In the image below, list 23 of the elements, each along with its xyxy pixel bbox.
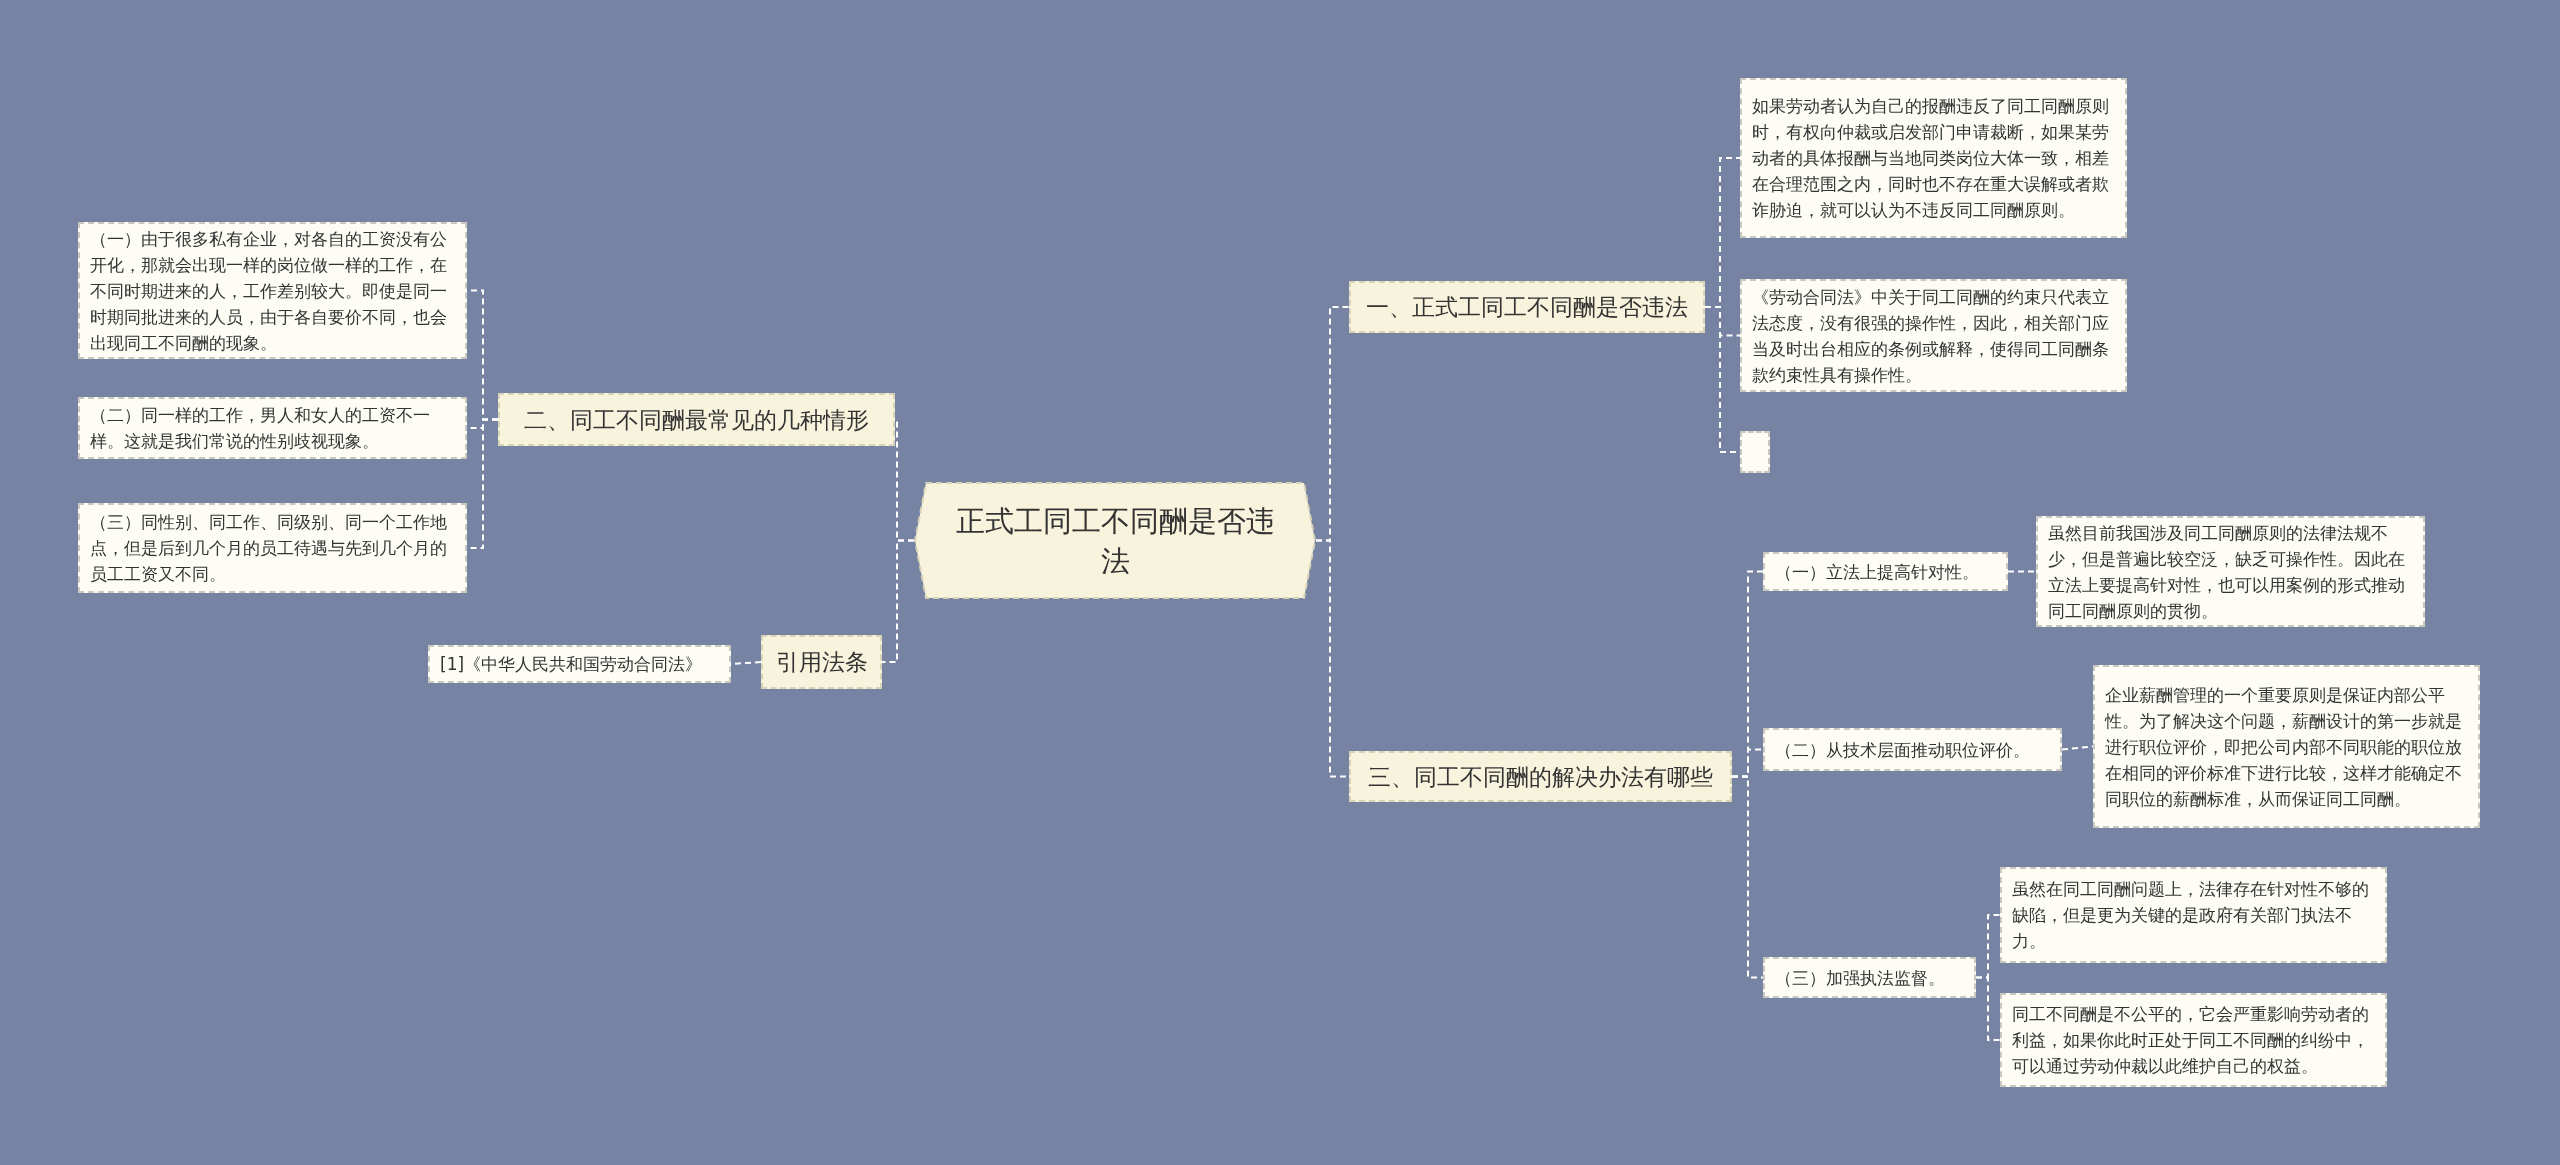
note-box: 虽然在同工同酬问题上，法律存在针对性不够的缺陷，但是更为关键的是政府有关部门执法不力。	[2000, 867, 2387, 963]
note-box: （一）立法上提高针对性。	[1763, 552, 2008, 591]
topic-box: 三、同工不同酬的解决办法有哪些	[1349, 751, 1732, 802]
note-box: [1]《中华人民共和国劳动合同法》	[428, 645, 731, 683]
connector-line	[1975, 976, 2001, 1041]
note-box: （三）加强执法监督。	[1763, 957, 1976, 998]
note-box: 企业薪酬管理的一个重要原则是保证内部公平性。为了解决这个问题，薪酬设计的第一步就是进行职位评价，即把公司内部不同职能的职位放在相同的评价标准下进行比较，这样才能确定不同职位的薪酬标准，从而保证同工同酬。	[2093, 665, 2480, 828]
empty-box	[1740, 431, 1770, 473]
note-box: 虽然目前我国涉及同工同酬原则的法律法规不少，但是普遍比较空泛，缺乏可操作性。因此在立法上要提高针对性，也可以用案例的形式推动同工同酬原则的贯彻。	[2036, 516, 2425, 627]
connector-line	[2061, 745, 2094, 751]
topic-box: 一、正式工同工不同酬是否违法	[1349, 281, 1705, 333]
connector-line	[881, 539, 915, 663]
note-box: （二）同一样的工作，男人和女人的工资不一样。这就是我们常说的性别歧视现象。	[78, 397, 467, 459]
connector-line	[1731, 775, 1764, 979]
connector-line	[2007, 570, 2037, 573]
topic-box: 引用法条	[761, 635, 882, 689]
note-box: （一）由于很多私有企业，对各自的工资没有公开化，那就会出现一样的岗位做一样的工作，在不同时期进来的人，工作差别较大。即使是同一时期同批进来的人员，由于各自要价不同，也会出现同工不同酬的现象。	[78, 222, 467, 359]
note-box: （三）同性别、同工作、同级别、同一个工作地点，但是后到几个月的员工待遇与先到几个月的员工工资又不同。	[78, 503, 467, 593]
note-box: 如果劳动者认为自己的报酬违反了同工同酬原则时，有权向仲裁或启发部门申请裁断，如果某劳动者的具体报酬与当地同类岗位大体一致，相差在合理范围之内，同时也不存在重大误解或者欺诈胁迫，就可以认为不违反同工同酬原则。	[1740, 78, 2127, 238]
note-box: 同工不同酬是不公平的，它会严重影响劳动者的利益，如果你此时正处于同工不同酬的纠纷中，可以通过劳动仲裁以此维护自己的权益。	[2000, 993, 2387, 1087]
note-box: （二）从技术层面推动职位评价。	[1763, 728, 2062, 771]
topic-box: 二、同工不同酬最常见的几种情形	[498, 393, 895, 446]
note-box: 《劳动合同法》中关于同工同酬的约束只代表立法态度，没有很强的操作性，因此，相关部门应当及时出台相应的条例或解释，使得同工同酬条款约束性具有操作性。	[1740, 279, 2127, 392]
